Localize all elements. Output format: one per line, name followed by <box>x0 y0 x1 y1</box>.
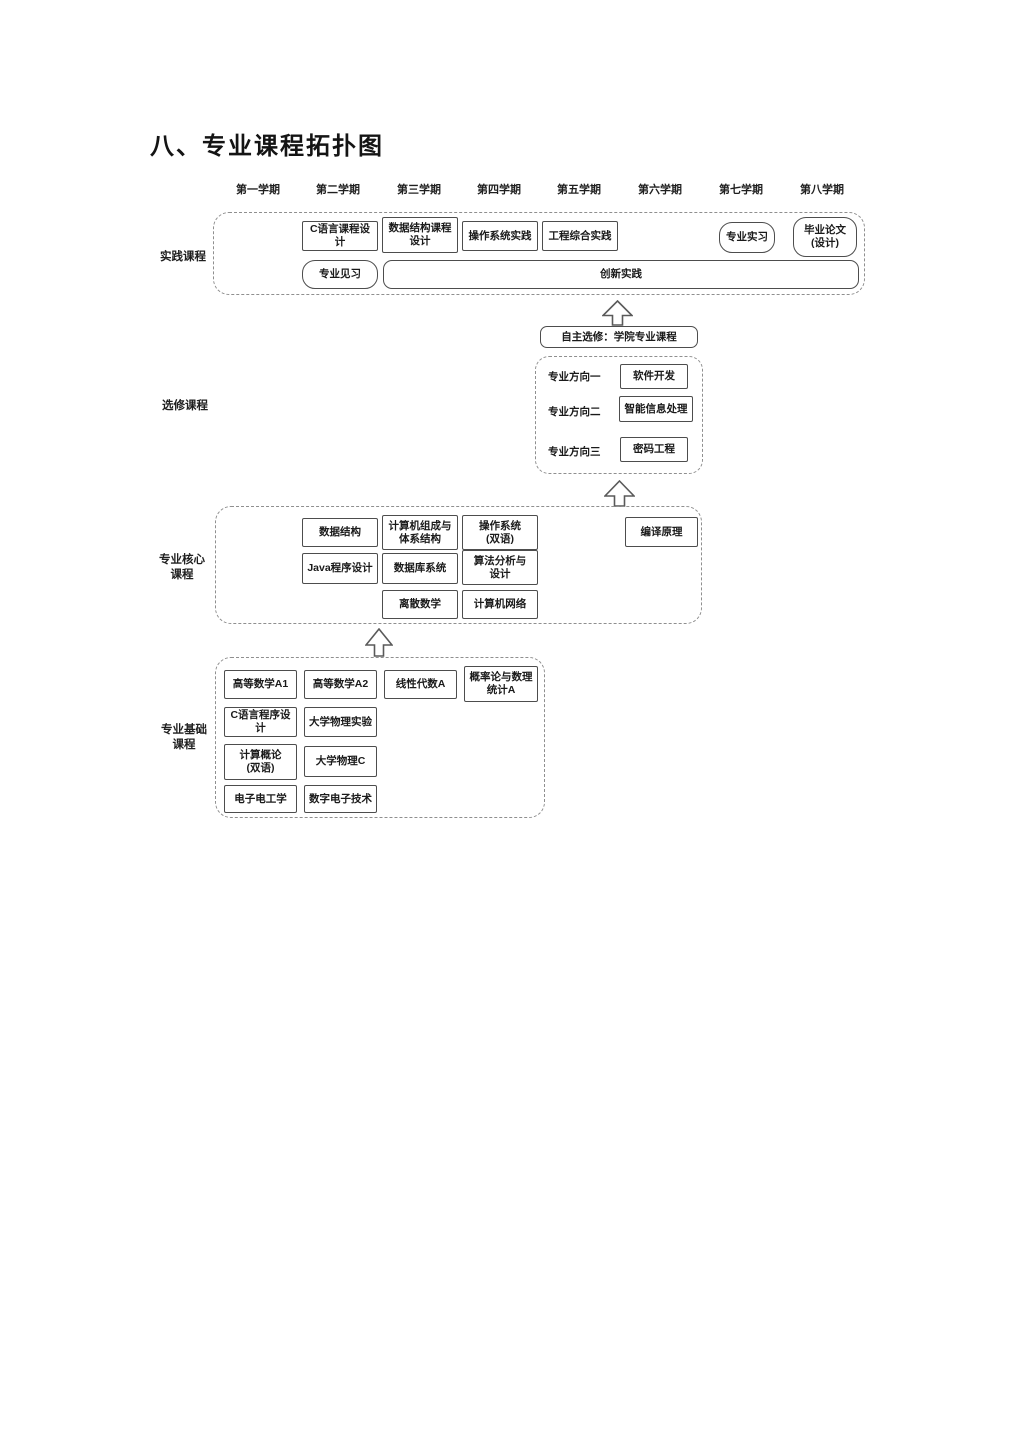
semester-header-5: 第五学期 <box>557 184 601 196</box>
course-advanced-math-a2: 高等数学A2 <box>304 670 377 699</box>
semester-header-7: 第七学期 <box>719 184 763 196</box>
label-direction-2: 专业方向二 <box>548 406 601 418</box>
course-c-language-course-design: C语言课程设计 <box>302 221 378 251</box>
course-data-structure-course-design: 数据结构课程 设计 <box>382 217 458 253</box>
course-c-language-programming: C语言程序设计 <box>224 707 297 737</box>
course-computer-networks: 计算机网络 <box>462 590 538 619</box>
course-data-structure: 数据结构 <box>302 518 378 547</box>
section-core-courses <box>215 506 702 624</box>
course-electronics: 电子电工学 <box>224 785 297 813</box>
label-direction-1: 专业方向一 <box>548 371 601 383</box>
section-elective-directions <box>535 356 703 474</box>
course-software-development: 软件开发 <box>620 364 688 389</box>
course-physics-experiment: 大学物理实验 <box>304 707 377 737</box>
course-university-physics-c: 大学物理C <box>304 746 377 777</box>
semester-header-3: 第三学期 <box>397 184 441 196</box>
label-core-courses: 专业核心 课程 <box>159 554 205 581</box>
box-self-selected-electives: 自主选修：学院专业课程 <box>540 326 698 348</box>
semester-header-1: 第一学期 <box>236 184 280 196</box>
course-computer-organization: 计算机组成与 体系结构 <box>382 515 458 550</box>
course-engineering-practice: 工程综合实践 <box>542 221 618 251</box>
arrow-up-icon <box>365 628 393 657</box>
course-intelligent-info-processing: 智能信息处理 <box>619 396 693 422</box>
course-innovation-practice: 创新实践 <box>383 260 859 289</box>
arrow-up-icon <box>602 300 633 326</box>
semester-header-6: 第六学期 <box>638 184 682 196</box>
semester-header-8: 第八学期 <box>800 184 844 196</box>
course-operating-system: 操作系统 (双语) <box>462 515 538 550</box>
course-internship: 专业实习 <box>719 222 775 253</box>
course-advanced-math-a1: 高等数学A1 <box>224 670 297 699</box>
course-algorithm-design: 算法分析与 设计 <box>462 550 538 585</box>
arrow-up-icon <box>604 480 635 507</box>
course-compiler-principles: 编译原理 <box>625 517 698 547</box>
course-discrete-math: 离散数学 <box>382 590 458 619</box>
label-practice-courses: 实践课程 <box>160 251 206 263</box>
course-java-programming: Java程序设计 <box>302 553 378 584</box>
course-linear-algebra: 线性代数A <box>384 670 457 699</box>
label-elective-courses: 选修课程 <box>162 400 208 412</box>
label-direction-3: 专业方向三 <box>548 446 601 458</box>
label-basic-courses: 专业基础 课程 <box>161 724 207 751</box>
course-digital-electronics: 数字电子技术 <box>304 785 377 813</box>
course-observation: 专业见习 <box>302 260 378 289</box>
course-graduation-thesis: 毕业论文 (设计) <box>793 217 857 257</box>
semester-header-2: 第二学期 <box>316 184 360 196</box>
semester-header-4: 第四学期 <box>477 184 521 196</box>
section-basic-courses <box>215 657 545 818</box>
course-computing-introduction: 计算概论 (双语) <box>224 744 297 780</box>
section-practice-courses <box>213 212 865 295</box>
course-cryptography-engineering: 密码工程 <box>620 437 688 462</box>
course-probability-statistics: 概率论与数理 统计A <box>464 666 538 702</box>
page-title: 八、专业课程拓扑图 <box>150 133 384 160</box>
course-database-systems: 数据库系统 <box>382 553 458 584</box>
course-os-practice: 操作系统实践 <box>462 221 538 251</box>
